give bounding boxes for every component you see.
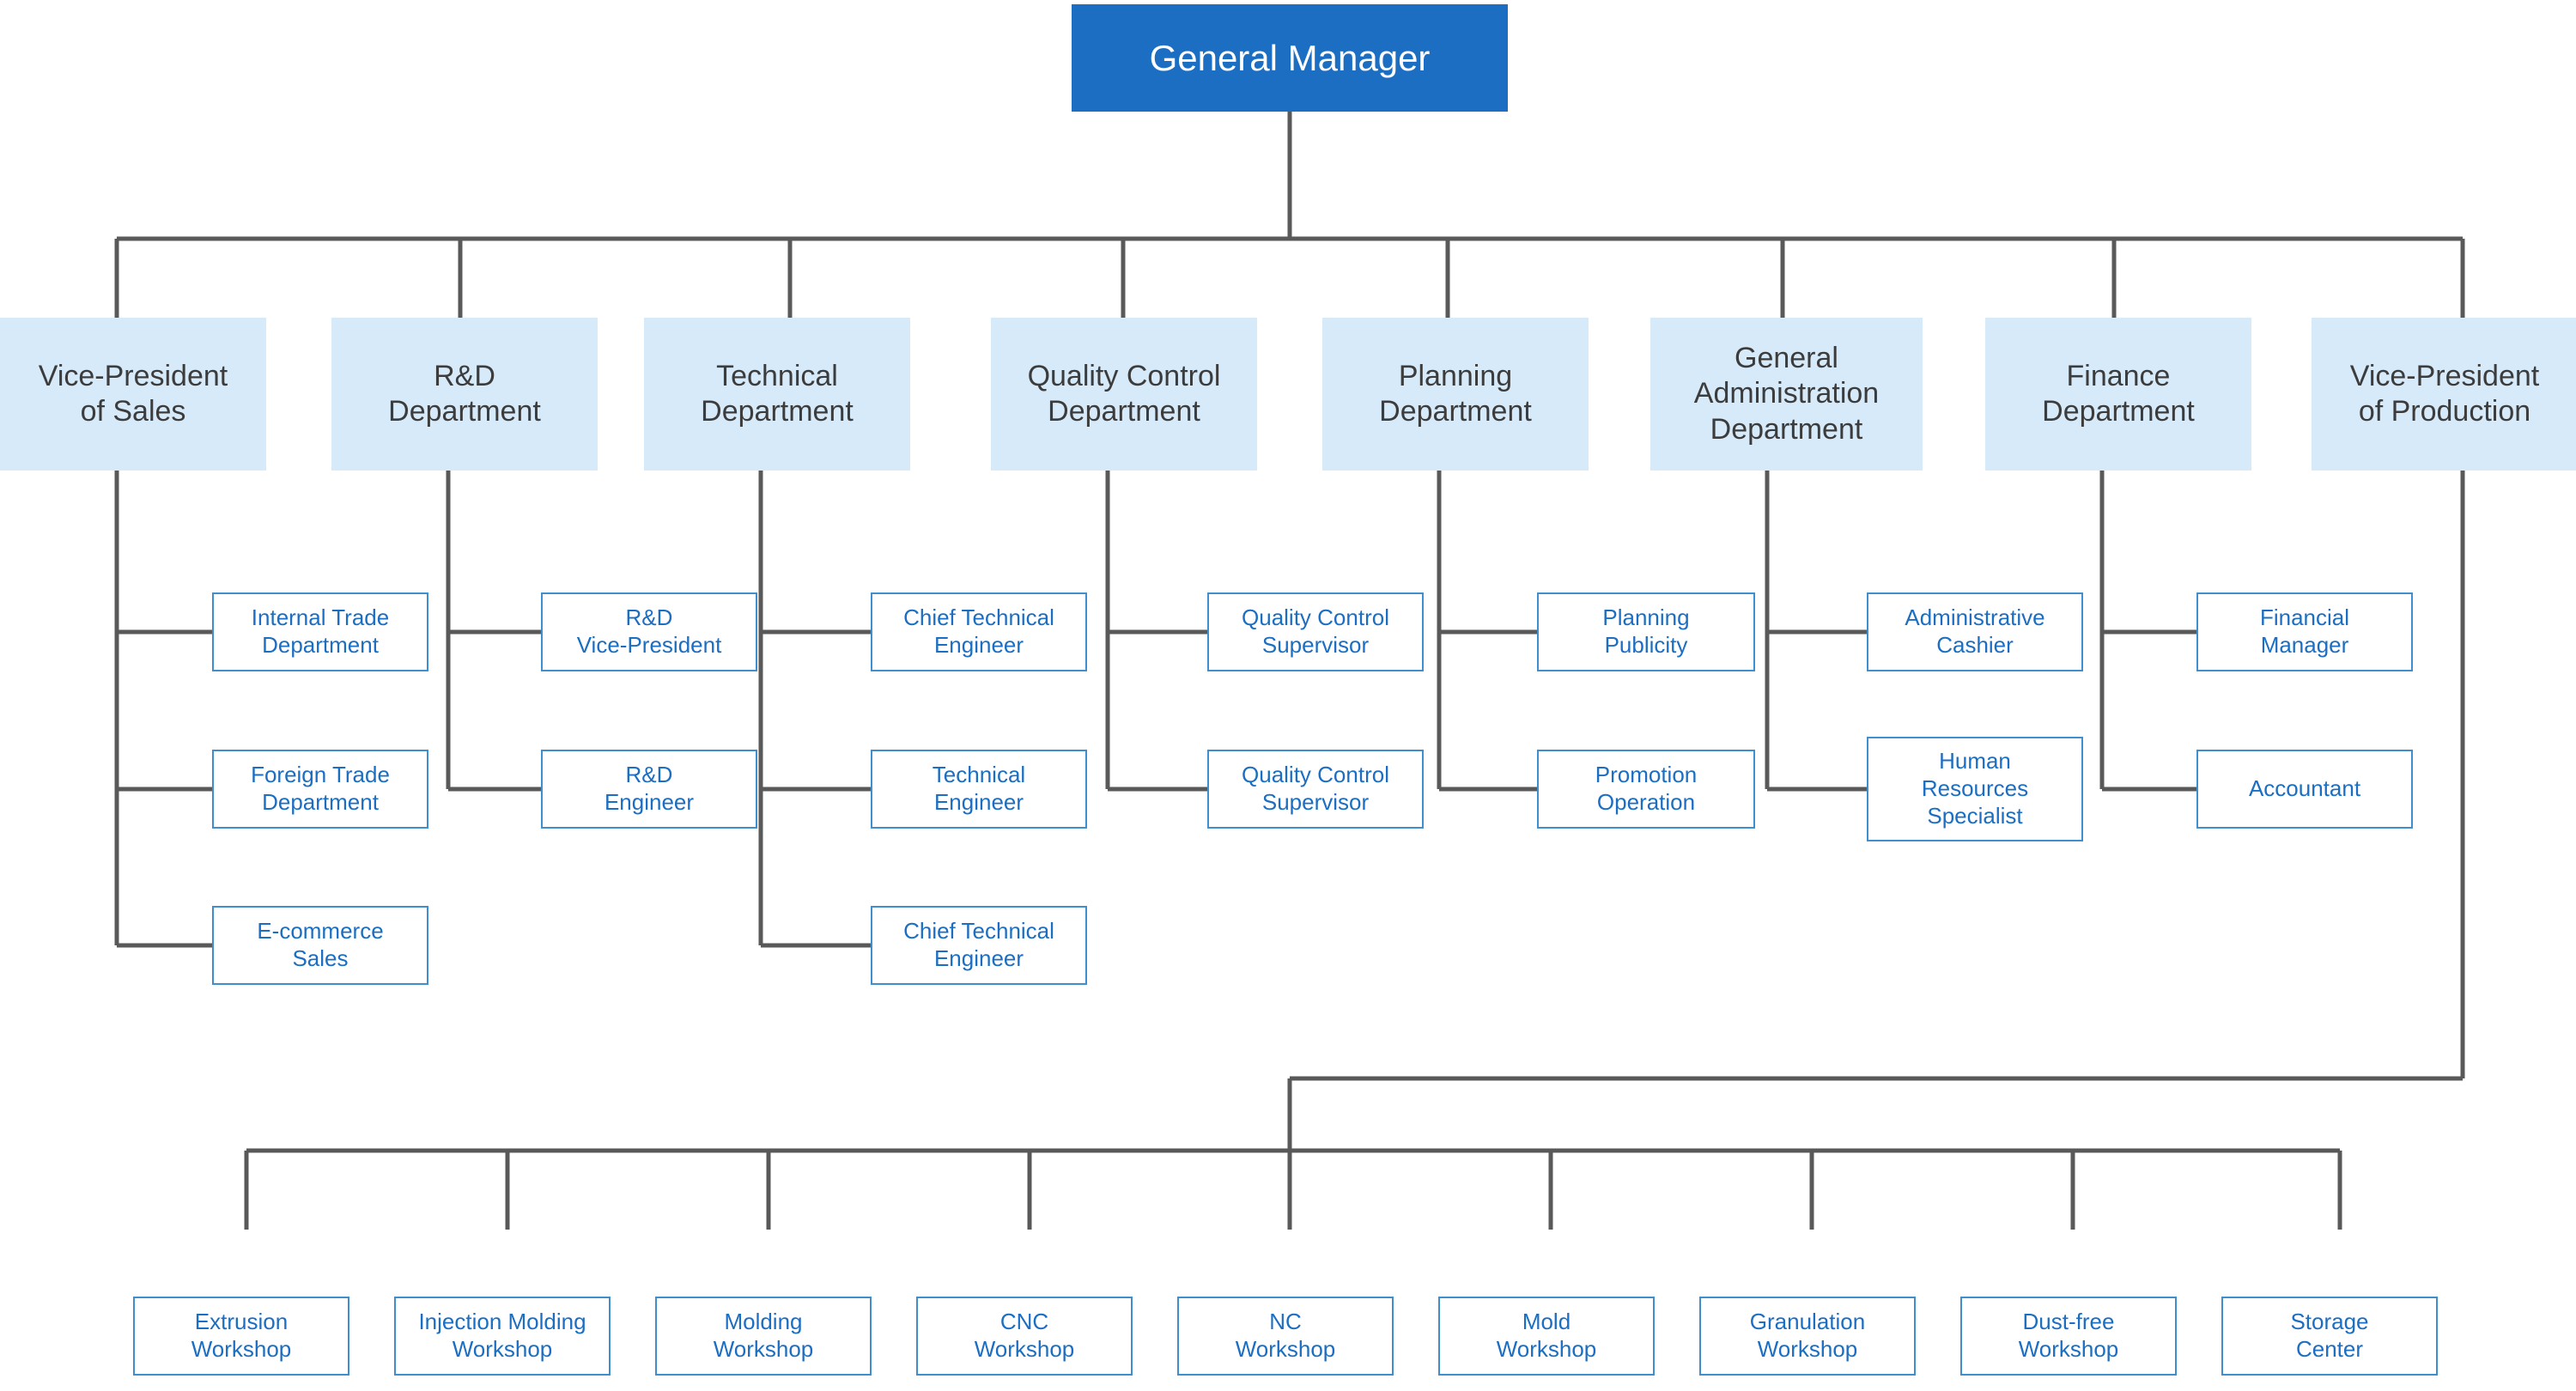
node-internal-trade-department[interactable]: Internal Trade Department: [212, 592, 428, 671]
node-finance-department-label: Finance Department: [2042, 359, 2195, 428]
node-chief-technical-engineer-1[interactable]: Chief Technical Engineer: [871, 592, 1087, 671]
node-planning-department-label: Planning Department: [1379, 359, 1532, 428]
node-cnc-workshop[interactable]: CNC Workshop: [916, 1297, 1133, 1376]
node-financial-manager[interactable]: Financial Manager: [2196, 592, 2413, 671]
node-vice-president-of-production[interactable]: Vice-President of Production: [2312, 318, 2576, 471]
node-e-commerce-sales[interactable]: E-commerce Sales: [212, 906, 428, 985]
node-rd-engineer[interactable]: R&D Engineer: [541, 750, 757, 829]
node-technical-engineer-label: Technical Engineer: [932, 762, 1026, 815]
node-technical-department[interactable]: Technical Department: [644, 318, 910, 471]
node-molding-workshop[interactable]: Molding Workshop: [655, 1297, 872, 1376]
node-quality-control-department[interactable]: Quality Control Department: [991, 318, 1257, 471]
node-extrusion-workshop-label: Extrusion Workshop: [191, 1309, 292, 1362]
node-human-resources-specialist-label: Human Resources Specialist: [1921, 748, 2029, 829]
node-foreign-trade-department-label: Foreign Trade Department: [251, 762, 390, 815]
node-internal-trade-department-label: Internal Trade Department: [251, 604, 390, 658]
node-granulation-workshop[interactable]: Granulation Workshop: [1699, 1297, 1916, 1376]
node-planning-publicity[interactable]: Planning Publicity: [1537, 592, 1755, 671]
node-rd-vice-president[interactable]: R&D Vice-President: [541, 592, 757, 671]
node-planning-publicity-label: Planning Publicity: [1602, 604, 1690, 658]
node-chief-technical-engineer-1-label: Chief Technical Engineer: [903, 604, 1054, 658]
node-quality-control-supervisor-1[interactable]: Quality Control Supervisor: [1207, 592, 1424, 671]
node-cnc-workshop-label: CNC Workshop: [974, 1309, 1075, 1362]
node-granulation-workshop-label: Granulation Workshop: [1749, 1309, 1866, 1362]
node-accountant-label: Accountant: [2248, 775, 2361, 802]
node-promotion-operation[interactable]: Promotion Operation: [1537, 750, 1755, 829]
node-general-manager[interactable]: General Manager: [1072, 4, 1508, 112]
node-foreign-trade-department[interactable]: Foreign Trade Department: [212, 750, 428, 829]
node-injection-molding-workshop[interactable]: Injection Molding Workshop: [394, 1297, 611, 1376]
node-planning-department[interactable]: Planning Department: [1322, 318, 1589, 471]
node-finance-department[interactable]: Finance Department: [1985, 318, 2251, 471]
node-injection-molding-workshop-label: Injection Molding Workshop: [418, 1309, 586, 1362]
node-technical-department-label: Technical Department: [701, 359, 854, 428]
node-nc-workshop[interactable]: NC Workshop: [1177, 1297, 1394, 1376]
node-financial-manager-label: Financial Manager: [2259, 604, 2350, 658]
node-technical-engineer[interactable]: Technical Engineer: [871, 750, 1087, 829]
node-quality-control-supervisor-2[interactable]: Quality Control Supervisor: [1207, 750, 1424, 829]
node-quality-control-supervisor-2-label: Quality Control Supervisor: [1242, 762, 1389, 815]
node-general-administration-department-label: General Administration Department: [1693, 341, 1880, 446]
node-rd-engineer-label: R&D Engineer: [604, 762, 695, 815]
node-human-resources-specialist[interactable]: Human Resources Specialist: [1867, 737, 2083, 841]
node-rd-department-label: R&D Department: [388, 359, 541, 428]
node-administrative-cashier-label: Administrative Cashier: [1905, 604, 2045, 658]
node-e-commerce-sales-label: E-commerce Sales: [257, 918, 384, 971]
node-chief-technical-engineer-2-label: Chief Technical Engineer: [903, 918, 1054, 971]
node-vice-president-of-production-label: Vice-President of Production: [2349, 359, 2540, 428]
node-administrative-cashier[interactable]: Administrative Cashier: [1867, 592, 2083, 671]
node-nc-workshop-label: NC Workshop: [1235, 1309, 1336, 1362]
node-chief-technical-engineer-2[interactable]: Chief Technical Engineer: [871, 906, 1087, 985]
node-mold-workshop[interactable]: Mold Workshop: [1438, 1297, 1655, 1376]
node-molding-workshop-label: Molding Workshop: [713, 1309, 814, 1362]
node-vice-president-of-sales[interactable]: Vice-President of Sales: [0, 318, 266, 471]
node-rd-vice-president-label: R&D Vice-President: [576, 604, 722, 658]
node-accountant[interactable]: Accountant: [2196, 750, 2413, 829]
node-storage-center-label: Storage Center: [2290, 1309, 2369, 1362]
node-mold-workshop-label: Mold Workshop: [1496, 1309, 1597, 1362]
node-promotion-operation-label: Promotion Operation: [1595, 762, 1698, 815]
node-vice-president-of-sales-label: Vice-President of Sales: [38, 359, 228, 428]
node-general-manager-label: General Manager: [1149, 37, 1431, 78]
node-rd-department[interactable]: R&D Department: [331, 318, 598, 471]
node-quality-control-supervisor-1-label: Quality Control Supervisor: [1242, 604, 1389, 658]
node-storage-center[interactable]: Storage Center: [2221, 1297, 2438, 1376]
node-dust-free-workshop-label: Dust-free Workshop: [2018, 1309, 2119, 1362]
node-quality-control-department-label: Quality Control Department: [1027, 359, 1221, 428]
node-extrusion-workshop[interactable]: Extrusion Workshop: [133, 1297, 349, 1376]
node-dust-free-workshop[interactable]: Dust-free Workshop: [1960, 1297, 2177, 1376]
node-general-administration-department[interactable]: General Administration Department: [1650, 318, 1923, 471]
